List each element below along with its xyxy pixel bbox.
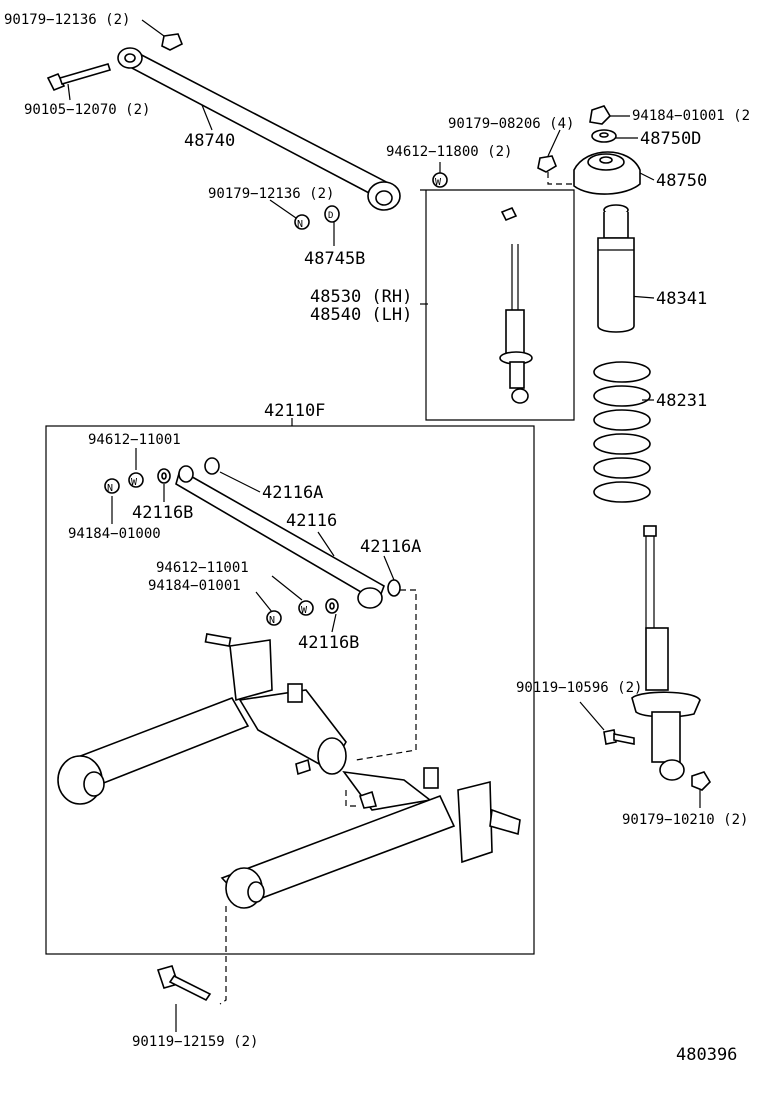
svg-text:W: W <box>301 605 308 616</box>
w-marked-washer-94612-11001-b: W <box>298 600 314 616</box>
nut-90179-08206 <box>537 155 557 173</box>
n-marked-nut-94184-01001: N <box>266 610 282 626</box>
upper-seat-48750D <box>591 129 617 143</box>
rod-dashed-link <box>355 589 417 761</box>
label-90105-12070: 90105−12070 (2) <box>24 102 150 118</box>
axle-beam-assembly-frame <box>45 425 535 955</box>
bump-stopper-48341 <box>597 204 635 333</box>
label-42116B-a: 42116B <box>132 503 193 523</box>
bushing-42116B-a <box>157 468 171 484</box>
n-marked-nut-94184-01000: N <box>104 478 120 494</box>
label-48530-rh: 48530 (RH) <box>310 287 412 307</box>
bolt-90119-12159 <box>156 965 212 1002</box>
label-48745B: 48745B <box>304 249 365 269</box>
label-94184-01000: 94184−01000 <box>68 526 161 542</box>
label-90179-10210: 90179−10210 (2) <box>622 812 748 828</box>
lateral-control-rod <box>117 47 401 211</box>
label-42110F: 42110F <box>264 401 325 421</box>
bolt-90119-10596 <box>603 729 635 745</box>
label-90179-08206: 90179−08206 (4) <box>448 116 574 132</box>
label-90119-10596: 90119−10596 (2) <box>516 680 642 696</box>
label-48341: 48341 <box>656 289 707 309</box>
axle-dashed-link-a <box>345 790 360 807</box>
label-42116: 42116 <box>286 511 337 531</box>
label-90179-12136-top: 90179−12136 (2) <box>4 12 130 28</box>
svg-text:D: D <box>328 211 333 221</box>
lower-shock-absorber <box>631 525 701 781</box>
axle-dashed-link-b <box>219 906 227 1005</box>
label-94184-01001-top: 94184−01001 (2 <box>632 108 750 124</box>
w-marked-washer-94612-11001-a: W <box>128 472 144 488</box>
upper-mount-48750 <box>573 151 641 195</box>
label-94612-11800: 94612−11800 (2) <box>386 144 512 160</box>
label-48750D: 48750D <box>640 129 701 149</box>
label-48231: 48231 <box>656 391 707 411</box>
coil-spring-48231 <box>593 361 651 503</box>
label-42116A-a: 42116A <box>262 483 323 503</box>
n-marked-nut-90179-12136: N <box>294 214 310 230</box>
shock-absorber-frame <box>420 189 575 421</box>
bushing-42116A-b <box>387 579 401 597</box>
w-marked-washer-94612-11800: W <box>432 172 448 188</box>
svg-text:W: W <box>131 477 138 488</box>
label-42116A-b: 42116A <box>360 537 421 557</box>
svg-text:W: W <box>435 177 442 188</box>
label-48740: 48740 <box>184 131 235 151</box>
nut-90179-10210 <box>691 771 712 791</box>
label-94184-01001-b: 94184−01001 <box>148 578 241 594</box>
svg-text:N: N <box>107 483 113 494</box>
label-48540-lh: 48540 (LH) <box>310 305 412 325</box>
bolt-90105-12070 <box>46 63 112 92</box>
svg-text:N: N <box>269 615 275 626</box>
label-94612-11001-a: 94612−11001 <box>88 432 181 448</box>
shock-absorber-48530 <box>499 206 533 404</box>
catalog-number: 480396 <box>676 1045 737 1065</box>
label-48750: 48750 <box>656 171 707 191</box>
label-42116B-b: 42116B <box>298 633 359 653</box>
bushing-42116B-b <box>325 598 339 614</box>
svg-text:N: N <box>297 219 303 230</box>
support-nut-94184-01001 <box>589 105 612 125</box>
lateral-rod-42116 <box>175 457 385 609</box>
rear-axle-beam <box>57 633 521 909</box>
d-marked-cushion-48745B: D <box>324 205 340 223</box>
nut-90179-12136-top <box>161 33 184 51</box>
label-90179-12136-mid: 90179−12136 (2) <box>208 186 334 202</box>
mount-dashed-link <box>547 172 580 185</box>
label-94612-11001-b: 94612−11001 <box>156 560 249 576</box>
label-90119-12159: 90119−12159 (2) <box>132 1034 258 1050</box>
